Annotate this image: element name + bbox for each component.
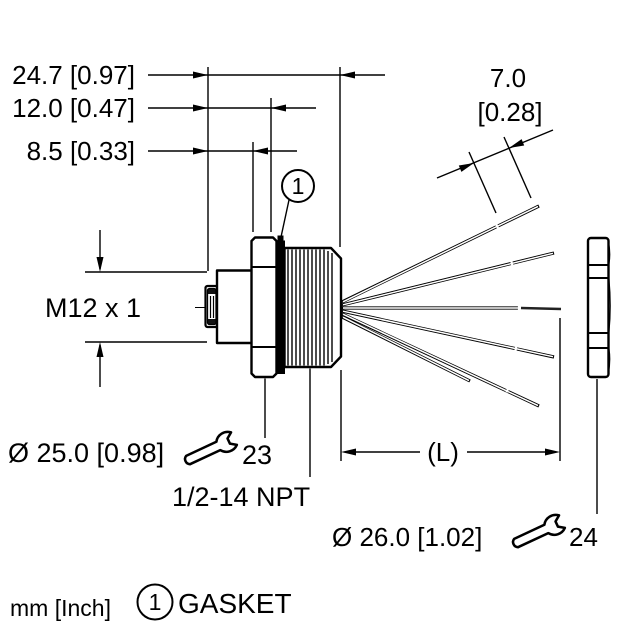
wire xyxy=(342,304,562,312)
wire xyxy=(341,315,471,383)
arrowhead xyxy=(545,448,560,456)
arrowhead xyxy=(193,104,208,112)
legend-callout-number: 1 xyxy=(149,589,162,615)
wire-diameter-inch: [0.28] xyxy=(477,97,542,127)
callout-circle xyxy=(281,169,315,203)
gasket xyxy=(276,235,285,374)
gasket-callout: 1 xyxy=(280,169,315,238)
arrowhead xyxy=(96,257,104,272)
wrench-icon xyxy=(183,430,239,466)
front-barrel xyxy=(215,269,254,345)
arrowhead xyxy=(193,147,208,155)
arrowhead xyxy=(193,71,208,79)
wire-diameter-value: 7.0 xyxy=(490,63,526,93)
wire xyxy=(341,251,555,307)
legend-gasket-label: GASKET xyxy=(178,588,292,619)
lock-nut xyxy=(586,236,611,514)
arrowhead xyxy=(271,104,286,112)
cable-length-label: (L) xyxy=(427,437,459,467)
front-labels: Ø 25.0 [0.98] 23 1/2-14 NPT xyxy=(8,430,310,512)
dim-front-label: 8.5 [0.33] xyxy=(27,136,135,166)
wire xyxy=(341,309,555,359)
legend-callout-circle xyxy=(136,583,174,621)
wire-leads xyxy=(341,204,562,408)
arrowhead xyxy=(96,342,104,357)
units-note: mm [Inch] xyxy=(10,595,111,621)
arrowhead xyxy=(340,71,355,79)
nut-labels: Ø 26.0 [1.02] 24 xyxy=(332,513,598,552)
hex-nut-flange xyxy=(250,236,278,379)
front-thread-label: M12 x 1 xyxy=(45,293,141,323)
tip-band xyxy=(207,288,216,294)
arrowhead xyxy=(341,448,356,456)
arrowhead xyxy=(458,163,474,172)
nut-wrench-size-label: 24 xyxy=(569,522,598,552)
connector-body xyxy=(195,235,346,379)
dimension-group-wire-diameter: 7.0 [0.28] xyxy=(436,63,554,214)
leader-lines xyxy=(264,368,311,477)
dim-mid-label: 12.0 [0.47] xyxy=(12,93,135,123)
arrowhead xyxy=(253,147,268,155)
rear-thread-label: 1/2-14 NPT xyxy=(172,482,310,512)
arrowhead xyxy=(509,139,525,148)
legend: mm [Inch] 1 GASKET xyxy=(10,583,292,621)
front-diameter-label: Ø 25.0 [0.98] xyxy=(8,438,164,468)
wire xyxy=(341,312,540,408)
wire xyxy=(341,204,540,304)
dimension-group-m12: M12 x 1 xyxy=(45,230,207,387)
dimension-group-top: 24.7 [0.97] 12.0 [0.47] 8.5 [0.33] xyxy=(12,60,385,271)
callout-number: 1 xyxy=(292,173,305,199)
wrench-icon xyxy=(511,513,567,549)
dimension-group-length: (L) xyxy=(340,318,561,467)
front-wrench-size-label: 23 xyxy=(242,440,272,470)
npt-thread-section xyxy=(283,246,343,369)
mating-face xyxy=(204,284,219,329)
nut-diameter-label: Ø 26.0 [1.02] xyxy=(332,522,482,552)
tip-band xyxy=(207,319,216,324)
dim-overall-label: 24.7 [0.97] xyxy=(12,60,135,90)
